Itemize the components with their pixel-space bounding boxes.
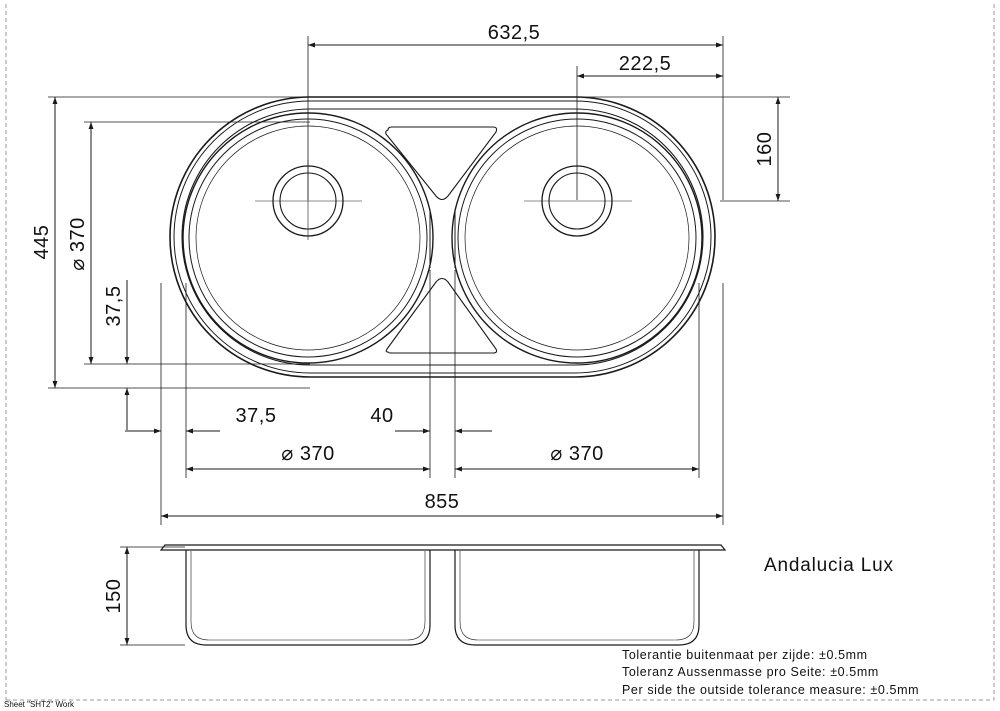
- dim-label-222: 222,5: [619, 53, 672, 75]
- sink-rim-inner-line-1: [173, 100, 712, 374]
- bridge-top-panel: [385, 126, 498, 201]
- sink-outer-rim: [169, 96, 716, 378]
- tolerance-dutch: Tolerantie buitenmaat per zijde: ±0.5mm: [622, 648, 868, 662]
- dim-label-40: 40: [370, 405, 393, 427]
- dim-label-370-vertical: ⌀ 370: [67, 217, 89, 270]
- sink-rim-inner-line-2: [181, 108, 704, 366]
- sink-side-view: [159, 544, 727, 646]
- dim-label-37-5-horizontal: 37,5: [236, 405, 277, 427]
- tolerance-notes: Tolerantie buitenmaat per zijde: ±0.5mm …: [622, 648, 919, 697]
- sink-top-view: [169, 96, 716, 378]
- sheet-label: Sheet "SHT2" Work: [4, 700, 75, 709]
- dim-label-37-5-vertical: 37,5: [103, 286, 125, 327]
- dim-label-right-bowl: ⌀ 370: [550, 443, 603, 465]
- dim-label-855: 855: [425, 491, 460, 513]
- product-name: Andalucia Lux: [764, 555, 894, 576]
- bridge-bottom-panel: [385, 277, 498, 354]
- side-view-left-bowl: [185, 550, 431, 646]
- tolerance-german: Toleranz Aussenmasse pro Seite: ±0.5mm: [622, 665, 879, 679]
- dim-label-150: 150: [103, 579, 125, 614]
- extension-lines: [48, 36, 790, 646]
- dim-label-left-bowl: ⌀ 370: [281, 443, 334, 465]
- dimension-labels: 632,5 222,5 160 445 ⌀ 370 37,5 37,5 40 ⌀…: [31, 22, 776, 613]
- dimension-lines: [52, 42, 781, 645]
- dim-label-160: 160: [754, 132, 776, 167]
- dim-label-632: 632,5: [488, 22, 541, 44]
- sheet-frame: [5, 4, 995, 701]
- side-view-right-bowl: [454, 550, 700, 646]
- side-view-rim: [159, 544, 727, 551]
- tolerance-english: Per side the outside tolerance measure: …: [622, 683, 919, 697]
- dim-label-445: 445: [31, 225, 53, 260]
